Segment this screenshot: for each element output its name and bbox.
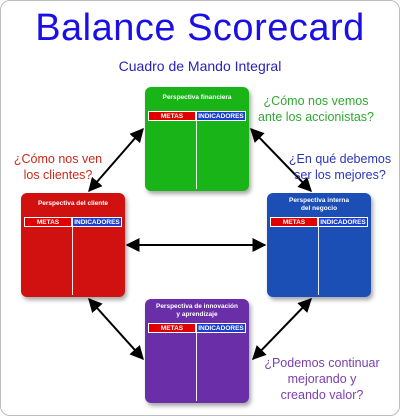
question-learning-line-2: mejorando y <box>287 372 357 386</box>
box-learning-title-line-2: y aprendizaje <box>176 311 218 318</box>
box-internal-title-line-1: Perspectiva interna <box>289 197 349 204</box>
diagram-subtitle: Cuadro de Mando Integral <box>118 58 282 74</box>
question-internal-line-2: ser los mejores? <box>294 168 386 182</box>
arrow-financial-customer <box>88 127 144 193</box>
box-learning-title-line-1: Perspectiva de innovación <box>155 303 238 310</box>
box-financial: Perspectiva financiera METAS INDICADORES <box>145 87 249 191</box>
question-financial-line-1: ¿Cómo nos vemos <box>263 94 369 108</box>
arrow-financial-internal <box>250 127 312 193</box>
question-learning: ¿Podemos continuar mejorando y creando v… <box>257 355 387 403</box>
question-internal: ¿En qué debemos ser los mejores? <box>283 151 397 183</box>
box-customer-title-line-1: Perspectiva del cliente <box>37 200 109 207</box>
box-internal-indicadores-header: INDICADORES <box>318 217 368 227</box>
box-learning-metas-header: METAS <box>148 323 196 333</box>
question-internal-line-1: ¿En qué debemos <box>288 152 392 166</box>
box-financial-indicadores-header: INDICADORES <box>196 111 246 121</box>
box-internal-title: Perspectiva interna del negocio <box>267 197 371 213</box>
box-internal-column-divider <box>318 227 319 295</box>
box-learning-title: Perspectiva de innovación y aprendizaje <box>145 303 249 319</box>
arrow-customer-learning <box>88 297 144 361</box>
box-learning: Perspectiva de innovación y aprendizaje … <box>145 299 249 403</box>
box-financial-title-line-1: Perspectiva financiera <box>162 94 232 101</box>
box-internal: Perspectiva interna del negocio METAS IN… <box>267 193 371 297</box>
box-financial-title: Perspectiva financiera <box>145 94 249 102</box>
box-financial-metas-header: METAS <box>148 111 196 121</box>
box-customer-title: Perspectiva del cliente <box>21 200 125 208</box>
question-customer-line-2: los clientes? <box>23 168 93 182</box>
arrow-internal-learning <box>252 297 312 361</box>
question-learning-line-1: ¿Podemos continuar <box>264 356 380 370</box>
diagram-title: Balance Scorecard <box>35 7 365 49</box>
box-customer: Perspectiva del cliente METAS INDICADORE… <box>21 193 125 297</box>
box-customer-column-divider <box>72 227 73 295</box>
question-customer-line-1: ¿Cómo nos ven <box>13 152 103 166</box>
box-learning-indicadores-header: INDICADORES <box>196 323 246 333</box>
box-internal-title-line-2: del negocio <box>300 205 338 212</box>
box-customer-indicadores-header: INDICADORES <box>72 217 122 227</box>
box-internal-metas-header: METAS <box>270 217 318 227</box>
box-customer-metas-header: METAS <box>24 217 72 227</box>
question-financial: ¿Cómo nos vemos ante los accionistas? <box>251 93 381 125</box>
question-learning-line-3: creando valor? <box>280 388 364 402</box>
box-learning-column-divider <box>196 333 197 401</box>
box-financial-column-divider <box>196 121 197 189</box>
question-financial-line-2: ante los accionistas? <box>257 110 375 124</box>
question-customer: ¿Cómo nos ven los clientes? <box>3 151 113 183</box>
